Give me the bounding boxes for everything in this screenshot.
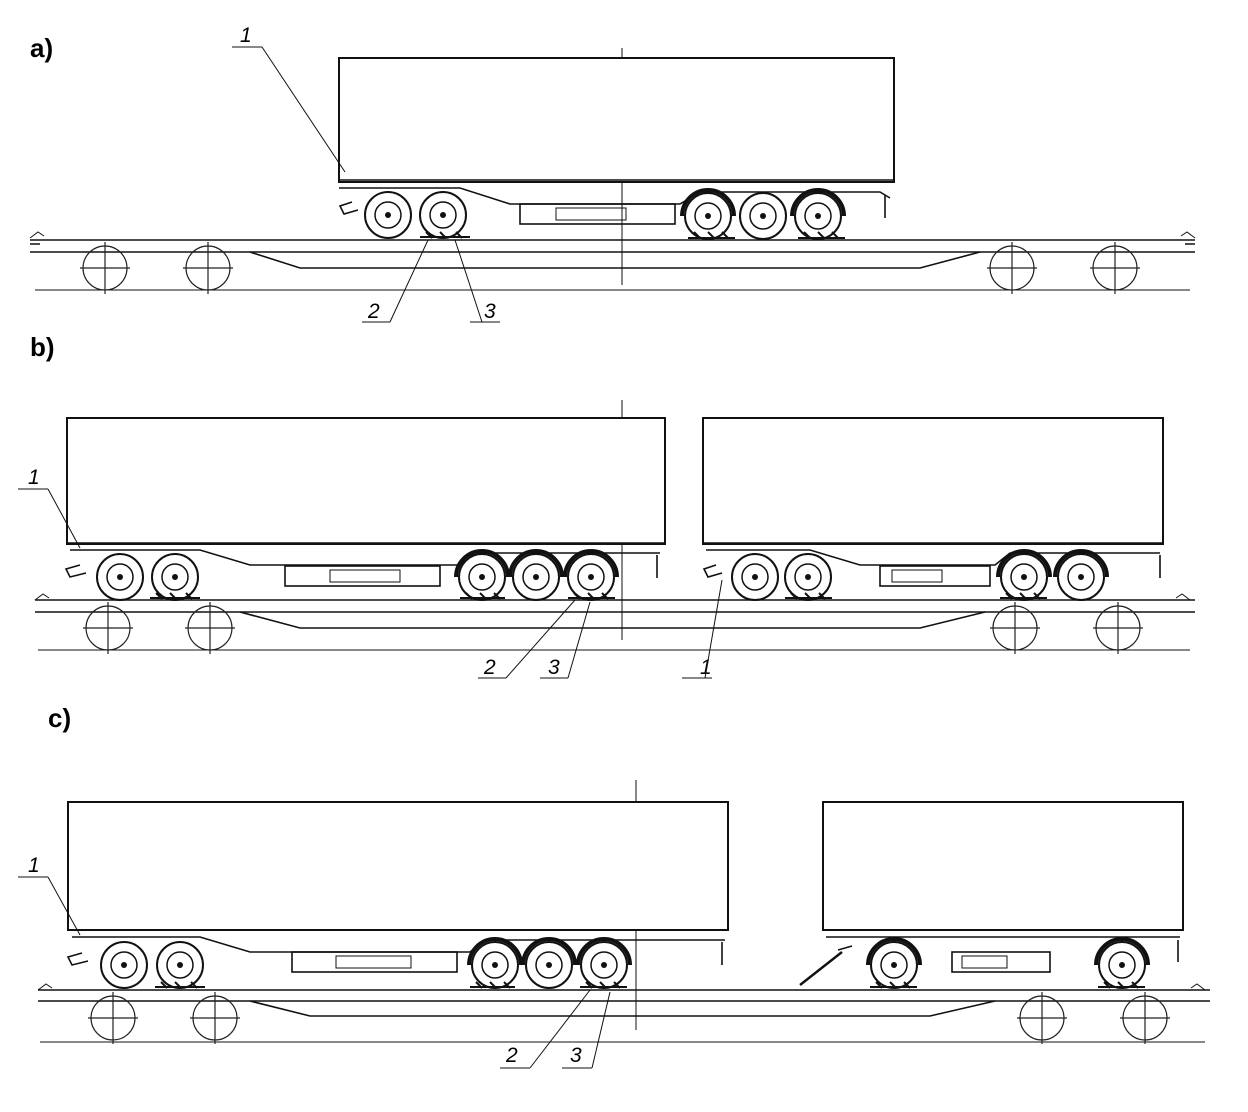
callout-2-c: 2 <box>505 1044 518 1067</box>
semitrailer-b-left <box>64 417 666 601</box>
callout-2-a: 2 <box>367 300 380 323</box>
railcar-c <box>37 983 1210 1044</box>
callout-3-c: 3 <box>570 1044 582 1067</box>
callout-3-b: 3 <box>548 656 560 679</box>
semitrailer-c-right-wheels <box>866 937 1150 989</box>
callout-1-c: 1 <box>28 854 40 877</box>
wheel-chocks-c-right <box>870 981 1145 989</box>
railcar-b <box>34 593 1195 654</box>
semitrailer-b-right-wheels <box>731 549 1109 601</box>
panel-label-b: b) <box>30 332 55 362</box>
callout-1-b-right: 1 <box>700 656 712 679</box>
railcar-a-wheels <box>80 242 1140 294</box>
panel-label-c: c) <box>48 703 71 733</box>
panel-b: b) <box>18 332 1195 679</box>
panel-label-a: a) <box>30 33 53 63</box>
callout-1-b-left: 1 <box>28 466 40 489</box>
wheel-chocks-a <box>420 231 845 239</box>
semitrailer-b-left-wheels <box>96 549 619 601</box>
wheel-chocks-b-right <box>785 592 1047 600</box>
callouts-b: 1 2 3 1 <box>18 466 723 679</box>
wheel-chocks-c-left <box>155 981 627 989</box>
wheel-chocks-b-left <box>150 592 615 600</box>
callouts-a: 1 2 3 <box>232 24 500 323</box>
callout-3-a: 3 <box>484 300 496 323</box>
semitrailer-c-right <box>799 801 1184 989</box>
panel-c: c) <box>18 703 1210 1069</box>
semitrailer-a <box>338 57 895 240</box>
callout-1-a: 1 <box>240 24 252 47</box>
semitrailer-c-left <box>66 801 729 989</box>
semitrailer-b-right <box>702 417 1164 601</box>
semitrailer-a-wheels <box>364 188 846 240</box>
railcar-a <box>29 231 1196 294</box>
callout-2-b: 2 <box>483 656 496 679</box>
semitrailer-c-left-wheels <box>100 937 632 989</box>
panel-a: a) <box>29 24 1196 323</box>
railcar-b-wheels <box>83 602 1143 654</box>
callouts-c: 1 2 3 <box>18 854 611 1069</box>
railcar-c-wheels <box>88 992 1170 1044</box>
